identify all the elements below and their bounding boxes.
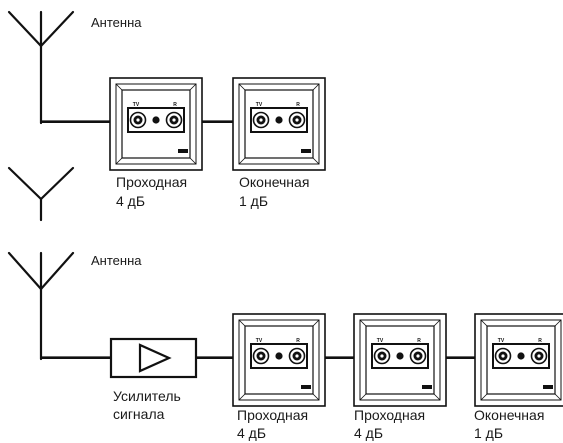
r-jack-label: R — [417, 338, 421, 344]
outlet-loss-label: 1 дБ — [474, 425, 503, 441]
terminal-outlet: TV R — [232, 77, 326, 171]
outlet-loss-label: 4 дБ — [354, 425, 383, 441]
outlet-loss-label: 1 дБ — [239, 193, 268, 209]
outlet-type-label: Проходная — [354, 407, 425, 423]
r-jack-label: R — [173, 102, 177, 108]
antenna-label: Антенна — [91, 15, 142, 30]
r-jack-label: R — [538, 338, 542, 344]
amplifier-label: сигнала — [113, 406, 165, 422]
outlet-loss-label: 4 дБ — [237, 425, 266, 441]
passthrough-outlet: TV R — [232, 313, 326, 407]
terminal-outlet: TV R — [474, 313, 563, 407]
signal-amplifier-icon — [109, 337, 198, 379]
amplifier-label: Усилитель — [113, 388, 181, 404]
tv-jack-label: TV — [498, 338, 505, 344]
antenna-icon — [7, 251, 75, 361]
tv-jack-label: TV — [133, 102, 140, 108]
outlet-type-label: Проходная — [116, 174, 187, 190]
antenna-icon — [7, 10, 75, 125]
r-jack-label: R — [296, 338, 300, 344]
outlet-type-label: Оконечная — [474, 407, 544, 423]
antenna-icon — [7, 166, 75, 222]
tv-jack-label: TV — [377, 338, 384, 344]
r-jack-label: R — [296, 102, 300, 108]
outlet-type-label: Оконечная — [239, 174, 309, 190]
outlet-type-label: Проходная — [237, 407, 308, 423]
tv-jack-label: TV — [256, 102, 263, 108]
passthrough-outlet: TV R — [109, 77, 203, 171]
tv-jack-label: TV — [256, 338, 263, 344]
passthrough-outlet: TV R — [353, 313, 447, 407]
antenna-label: Антенна — [91, 253, 142, 268]
outlet-loss-label: 4 дБ — [116, 193, 145, 209]
